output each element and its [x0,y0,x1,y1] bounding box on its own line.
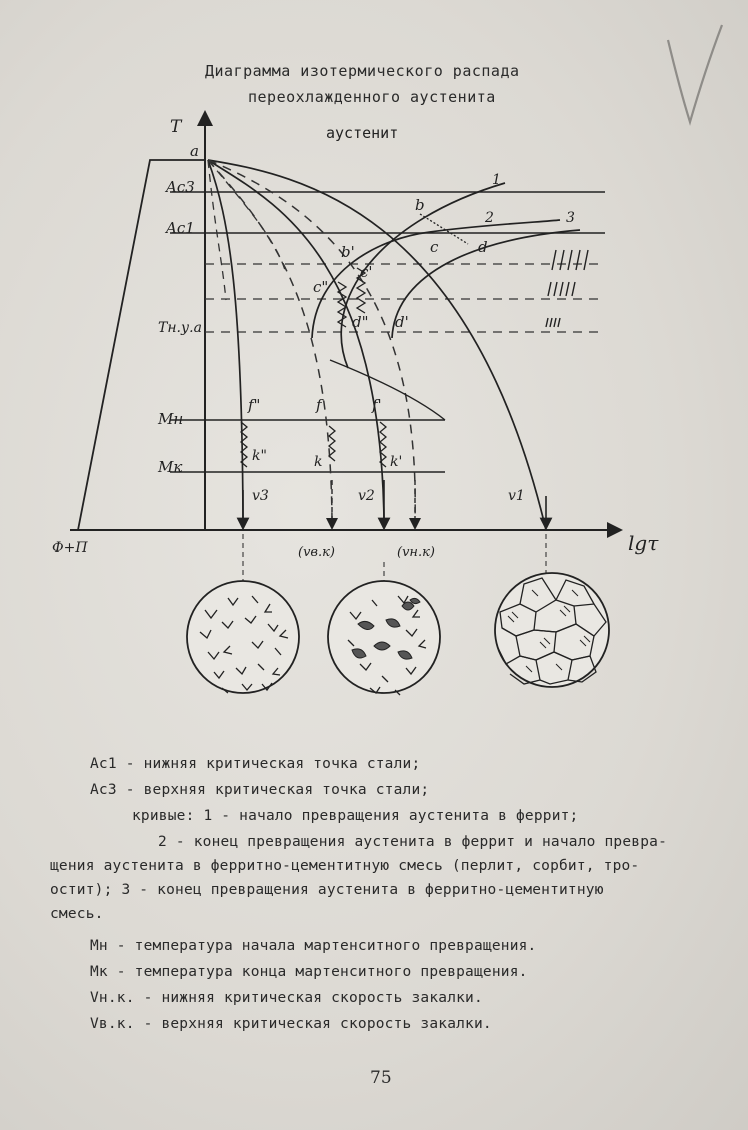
point-a: a [190,142,199,160]
curve-number-3: 3 [566,210,575,226]
hatching-marks [545,249,589,328]
legend-line-curve-2-cont: щения аустенита в ферритно-цементитную с… [50,858,640,874]
point-b1: b' [341,243,355,261]
velocity-v3: v3 [252,488,269,504]
origin-label: Ф+П [52,540,88,556]
zigzag-bcd [419,213,469,245]
mk-label: Mк [157,458,182,476]
velocity-v1: v1 [508,488,525,504]
axis-y-label: T [170,117,183,137]
point-c2: c" [313,278,328,296]
dashed-sweep-2 [207,159,286,271]
point-k2: k" [252,448,267,464]
velocity-vvk: (vв.к) [298,545,335,560]
point-d: d [478,238,488,256]
legend-line-curve-2: 2 - конец превращения аустенита в феррит… [158,834,667,850]
micrograph-ferrite-pearlite [494,572,610,688]
point-f: f [315,396,324,414]
legend-line-curve-3: остит); 3 - конец превращения аустенита … [50,882,604,898]
point-b: b [415,196,425,214]
zigzag-f [327,425,337,462]
legend-line-ac1: Ac1 - нижняя критическая точка стали; [90,756,421,772]
diagram-title-line-1: Диаграмма изотермического распада [205,62,520,80]
mn-label: Mн [157,410,183,428]
diagram-title-line-2: переохлажденного аустенита [248,88,496,106]
velocity-v2: v2 [358,488,375,504]
legend-line-mn: Mн - температура начала мартенситного пр… [90,938,537,954]
zigzag-c2 [336,281,348,328]
page-number: 75 [370,1068,392,1088]
isothermal-diagram: аустенит T lgτ Ф+П Ac3 Ac1 Tн.у.а Mн Mк … [52,110,659,696]
tnya-label: Tн.у.а [158,320,202,336]
curve-3 [391,229,581,339]
point-c: c [430,238,439,256]
curve-number-1: 1 [492,172,501,188]
point-d1: d' [395,313,409,331]
ac3-label: Ac3 [164,178,195,196]
point-c1: c' [360,263,373,281]
cooling-curve-v3 [207,159,244,521]
dashed-sweep-1 [207,159,227,301]
zigzag-f1 [378,421,388,468]
zigzag-c1 [355,267,367,314]
ac1-label: Ac1 [164,219,195,237]
legend-line-curve-3-cont: смесь. [50,906,104,922]
curve-2 [311,219,561,339]
micrograph-martensite [186,580,300,694]
legend-line-vvk: Vв.к. - верхняя критическая скорость зак… [90,1016,492,1032]
curve-number-2: 2 [484,210,494,226]
point-d2: d" [352,313,369,331]
legend-line-ac3: Ac3 - верхняя критическая точка стали; [90,782,430,798]
phase-boundary-line [77,159,205,531]
cooling-curve-v2 [207,159,385,521]
velocity-vnk: (vн.к) [397,545,435,560]
legend-line-curves: кривые: 1 - начало превращения аустенита… [132,808,579,824]
micrograph-troostite-martensite [327,580,441,696]
legend-line-mk: Mк - температура конца мартенситного пре… [90,964,528,980]
austenite-region-label: аустенит [326,124,398,142]
zigzag-f2 [239,421,249,468]
legend-line-vnk: Vн.к. - нижняя критическая скорость зака… [90,990,483,1006]
axis-x-label: lgτ [628,531,659,555]
point-f1: f' [371,396,382,414]
point-k1: k' [390,454,402,470]
point-k: k [314,454,322,470]
curve-1 [340,182,506,369]
handwritten-checkmark [666,24,724,126]
critical-curve-vvk [207,159,333,521]
cooling-curve-v1 [207,159,547,531]
point-f2: f" [247,396,260,414]
martensite-boundary [329,359,446,421]
